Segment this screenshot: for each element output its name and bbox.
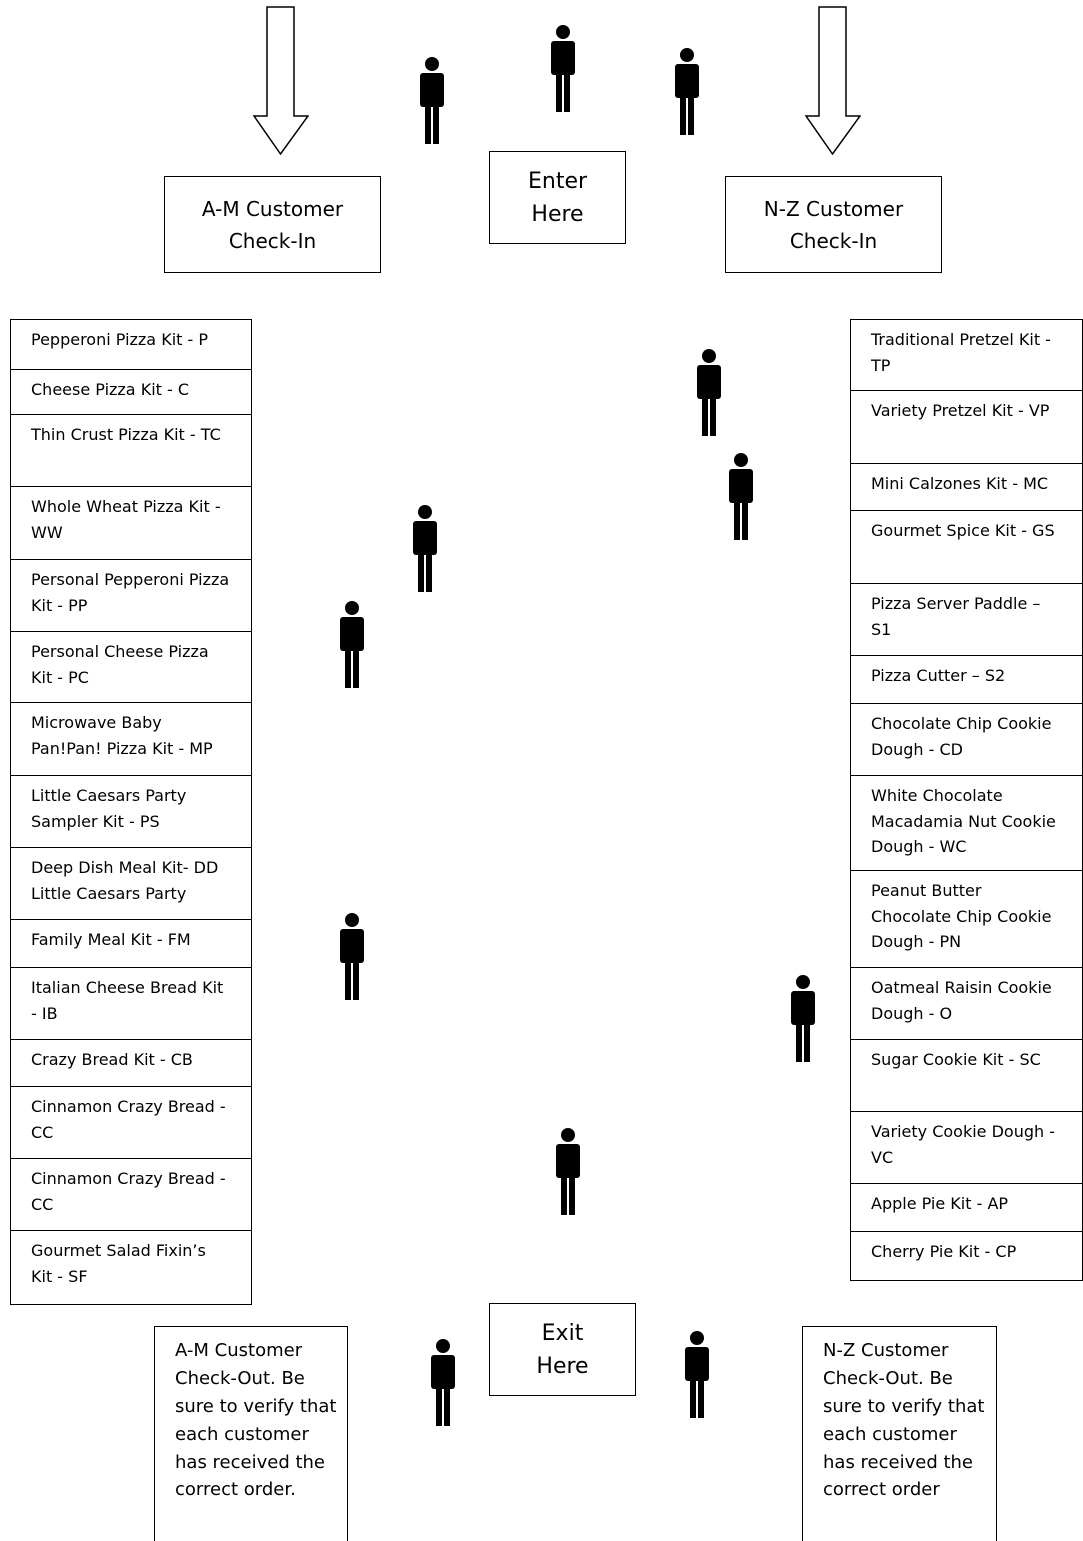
list-item: Chocolate Chip Cookie Dough - CD xyxy=(851,704,1082,776)
nz-checkout-box: N-Z Customer Check-Out. Be sure to verif… xyxy=(802,1326,997,1541)
list-item: Traditional Pretzel Kit - TP xyxy=(851,320,1082,391)
list-item: Apple Pie Kit - AP xyxy=(851,1184,1082,1232)
person-icon xyxy=(431,1339,455,1426)
nz-checkin-box: N-Z Customer Check-In xyxy=(725,176,942,273)
person-icon xyxy=(413,505,437,592)
am-checkin-box: A-M Customer Check-In xyxy=(164,176,381,273)
list-item: Mini Calzones Kit - MC xyxy=(851,464,1082,511)
list-item: Italian Cheese Bread Kit - IB xyxy=(11,968,251,1040)
am-checkout-box: A-M Customer Check-Out. Be sure to verif… xyxy=(154,1326,348,1541)
list-item: Variety Cookie Dough - VC xyxy=(851,1112,1082,1184)
person-icon xyxy=(340,601,364,688)
list-item: Thin Crust Pizza Kit - TC xyxy=(11,415,251,487)
list-item: Pepperoni Pizza Kit - P xyxy=(11,320,251,370)
list-item: Sugar Cookie Kit - SC xyxy=(851,1040,1082,1112)
list-item: Microwave Baby Pan!Pan! Pizza Kit - MP xyxy=(11,703,251,776)
list-item: Family Meal Kit - FM xyxy=(11,920,251,968)
list-item: Cherry Pie Kit - CP xyxy=(871,1242,1017,1261)
list-item: Crazy Bread Kit - CB xyxy=(11,1040,251,1087)
enter-here-box: Enter Here xyxy=(489,151,626,244)
person-icon xyxy=(675,48,699,135)
list-item: Cinnamon Crazy Bread - CC xyxy=(11,1159,251,1231)
person-icon xyxy=(420,57,444,144)
person-icon xyxy=(556,1128,580,1215)
list-item: White Chocolate Macadamia Nut Cookie Dou… xyxy=(851,776,1082,871)
person-icon xyxy=(697,349,721,436)
left-product-list: Pepperoni Pizza Kit - P Cheese Pizza Kit… xyxy=(10,319,252,1305)
list-item: Pizza Cutter – S2 xyxy=(851,656,1082,704)
list-item: Cheese Pizza Kit - C xyxy=(11,370,251,415)
list-item: Gourmet Spice Kit - GS xyxy=(851,511,1082,584)
list-item: Deep Dish Meal Kit- DD Little Caesars Pa… xyxy=(11,848,251,920)
list-item: Gourmet Salad Fixin’s Kit - SF xyxy=(31,1241,206,1286)
list-item: Whole Wheat Pizza Kit - WW xyxy=(11,487,251,560)
list-item: Oatmeal Raisin Cookie Dough - O xyxy=(851,968,1082,1040)
exit-here-box: Exit Here xyxy=(489,1303,636,1396)
list-item: Peanut Butter Chocolate Chip Cookie Doug… xyxy=(851,871,1082,968)
list-item: Pizza Server Paddle – S1 xyxy=(851,584,1082,656)
list-item: Personal Pepperoni Pizza Kit - PP xyxy=(11,560,251,632)
person-icon xyxy=(685,1331,709,1418)
down-arrow-right-icon xyxy=(805,6,861,156)
list-item: Variety Pretzel Kit - VP xyxy=(851,391,1082,464)
list-item: Little Caesars Party Sampler Kit - PS xyxy=(11,776,251,848)
right-product-list: Traditional Pretzel Kit - TP Variety Pre… xyxy=(850,319,1083,1281)
person-icon xyxy=(791,975,815,1062)
person-icon xyxy=(729,453,753,540)
list-item: Cinnamon Crazy Bread - CC xyxy=(11,1087,251,1159)
person-icon xyxy=(340,913,364,1000)
person-icon xyxy=(551,25,575,112)
down-arrow-left-icon xyxy=(253,6,309,156)
list-item: Personal Cheese Pizza Kit - PC xyxy=(11,632,251,703)
